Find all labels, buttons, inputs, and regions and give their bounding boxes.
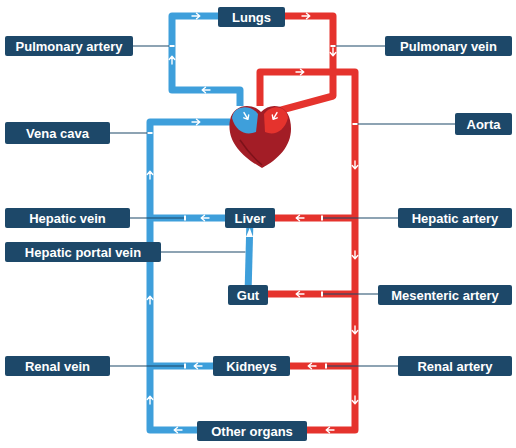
leader-lines [110, 46, 455, 366]
vessel-label: Aorta [455, 113, 512, 135]
flow-arrow [296, 69, 304, 75]
vessel-label: Hepatic artery [398, 208, 512, 228]
node-label: Vena cava [26, 126, 89, 141]
leader-line [130, 217, 185, 218]
flow-arrow [302, 13, 310, 19]
vessel-label: Hepatic vein [5, 208, 130, 228]
node-label: Hepatic vein [29, 211, 106, 226]
organ-box: Liver [225, 208, 275, 228]
flow-arrow [308, 363, 316, 369]
leader-line [133, 45, 172, 46]
node-label: Other organs [211, 424, 293, 439]
leader-line [333, 45, 385, 46]
vessel-label: Renal artery [398, 356, 512, 376]
leader-tick [246, 251, 251, 253]
leader-line [161, 251, 248, 252]
flow-arrow [296, 291, 304, 297]
leader-tick [321, 216, 323, 221]
node-label: Pulmonary vein [400, 39, 497, 54]
pulmonary-vein-vessel [274, 16, 333, 112]
leader-tick [170, 45, 175, 47]
flow-arrow [296, 215, 304, 221]
flow-arrow [192, 119, 200, 125]
leader-line [110, 365, 185, 366]
leader-line [110, 132, 150, 133]
organ-box: Gut [228, 285, 268, 305]
heart-body [229, 106, 291, 168]
vessel-label: Vena cava [5, 122, 110, 144]
leader-line [326, 365, 398, 366]
node-label: Renal artery [417, 359, 492, 374]
vena-cava-vessel [150, 122, 230, 430]
heart-left-atrium [264, 107, 288, 133]
vessel-label: Pulmonary artery [5, 36, 133, 56]
leader-tick [331, 45, 336, 47]
vessel-label: Pulmonary vein [385, 36, 512, 56]
leader-line [355, 123, 455, 124]
node-label: Kidneys [226, 359, 277, 374]
flow-arrow [202, 87, 210, 93]
leader-tick [184, 216, 186, 221]
flow-arrow [271, 111, 280, 121]
leader-line [322, 217, 398, 218]
organ-box: Lungs [218, 7, 285, 27]
vessel-label: Renal vein [5, 356, 110, 376]
flow-arrow [352, 161, 358, 169]
leader-line [322, 293, 378, 294]
heart [229, 106, 291, 168]
leader-tick [325, 364, 327, 369]
node-label: Aorta [467, 117, 501, 132]
flow-arrow [174, 427, 182, 433]
flow-arrow [352, 326, 358, 334]
flow-arrow [326, 427, 334, 433]
flow-arrow [147, 396, 153, 404]
node-label: Hepatic artery [412, 211, 499, 226]
flow-arrow [192, 13, 200, 19]
flow-arrow [147, 171, 153, 179]
aorta-vessel [260, 72, 355, 430]
flow-arrow [352, 396, 358, 404]
flow-arrow [352, 251, 358, 259]
node-label: Mesenteric artery [391, 288, 499, 303]
organ-box: Other organs [197, 421, 307, 441]
flow-arrow [147, 296, 153, 304]
flow-arrow [201, 215, 209, 221]
flow-arrow [242, 111, 251, 121]
blood-vessel-connector [248, 228, 249, 285]
leader-ticks [148, 45, 358, 369]
vessel-label: Hepatic portal vein [5, 242, 161, 262]
heart-groove [240, 140, 262, 165]
heart-right-atrium [232, 107, 258, 133]
flow-arrow [169, 56, 175, 64]
vessel-label: Mesenteric artery [378, 285, 512, 305]
leader-tick [184, 364, 186, 369]
node-label: Renal vein [25, 359, 90, 374]
node-label: Gut [237, 288, 259, 303]
node-label: Lungs [232, 10, 271, 25]
flow-arrow [330, 48, 336, 56]
leader-tick [321, 292, 323, 297]
flow-arrows [147, 13, 358, 433]
pulmonary-artery-vessel [172, 16, 240, 106]
node-label: Liver [234, 211, 265, 226]
node-label: Hepatic portal vein [25, 245, 141, 260]
flow-arrow [194, 363, 202, 369]
node-label: Pulmonary artery [16, 39, 123, 54]
leader-tick [148, 132, 153, 134]
leader-tick [353, 123, 358, 125]
organ-box: Kidneys [213, 356, 290, 376]
